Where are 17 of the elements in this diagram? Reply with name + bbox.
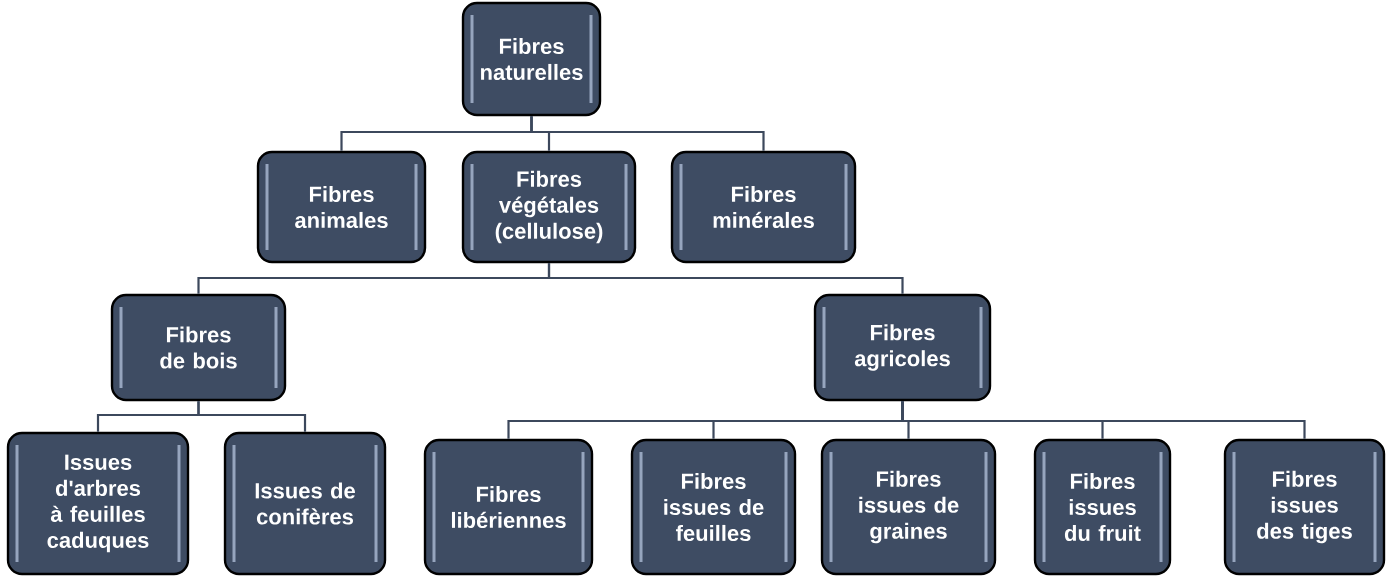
category-box: Fibres issues du fruit	[1033, 438, 1172, 576]
category-box: Fibres minérales	[670, 150, 857, 264]
connector-line	[197, 401, 307, 432]
category-box: Fibres de bois	[110, 293, 287, 402]
category-box: Issues d'arbres à feuilles caduques	[6, 431, 190, 576]
category-box: Fibres agricoles	[813, 293, 992, 402]
category-box: Fibres naturelles	[461, 1, 602, 117]
connector-line	[901, 401, 1306, 439]
category-box: Fibres végétales (cellulose)	[461, 150, 637, 264]
category-box: Fibres libériennes	[423, 438, 594, 576]
category-box: Fibres issues de graines	[820, 438, 997, 576]
category-box: Fibres animales	[256, 150, 427, 264]
connector-line	[547, 263, 904, 294]
category-box: Issues de conifères	[223, 431, 387, 576]
category-box: Fibres issues des tiges	[1223, 438, 1386, 576]
category-box: Fibres issues de feuilles	[630, 438, 797, 576]
connector-line	[530, 116, 765, 151]
